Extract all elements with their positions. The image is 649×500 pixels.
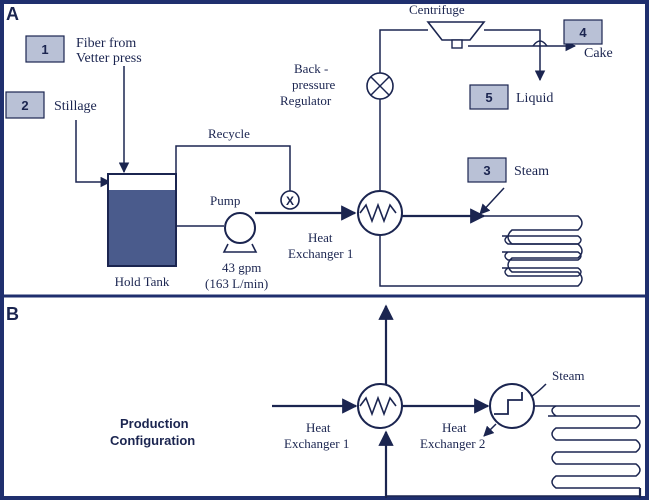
input-2-number: 2 [21,98,28,113]
output-cake-label: Cake [584,46,613,61]
centrifuge-label: Centrifuge [409,2,465,17]
regulator-label-line3: Regulator [280,93,332,108]
input-1-label-line2: Vetter press [76,51,142,66]
coil-b [548,415,641,489]
input-4-box [563,19,603,45]
centrifuge-icon [426,21,486,41]
recycle-valve-icon [280,190,300,210]
recycle-label: Recycle [208,126,250,141]
pump-base [222,243,258,253]
steam-a-label: Steam [514,164,549,179]
flow-rate-line1: 43 gpm [222,260,261,275]
input-1-number: 1 [41,42,48,57]
panel-label-a: A [6,4,19,24]
output-liquid-label: Liquid [516,91,553,106]
hx1-to-centrifuge-line [379,29,428,191]
centrifuge-stem [451,39,463,49]
recycle-line [175,145,291,192]
regulator-x-2 [370,76,390,96]
hold-tank-liquid [109,190,175,265]
input-2-box [5,91,45,119]
input-3-number: 3 [483,163,490,178]
input-5-box [469,84,509,110]
regulator-label-line1: Back - [294,61,328,76]
production-config-line1: Production [120,416,189,431]
input-1-label-line1: Fiber from [76,36,136,51]
stillage-feed-arrow [75,120,112,188]
flow-rate-line2: (163 L/min) [205,276,268,291]
heat-exchanger-1-b-coil [359,395,397,417]
pipe-crossover [532,40,548,47]
regulator-label-line2: pressure [292,77,336,92]
pump-icon [224,212,256,244]
steam-b-line [531,383,547,397]
input-5-number: 5 [485,90,492,105]
coil-turn-3 [502,267,582,277]
input-1-box [25,35,65,63]
heat-exchanger-2-icon [489,383,535,429]
heat-exchanger-1-a-coil [359,202,397,224]
coil-b-entry [551,405,557,417]
recycle-valve-mark: X [286,194,294,208]
hx2-label-line2: Exchanger 2 [420,436,485,451]
pump-label: Pump [210,193,240,208]
hx1-a-label-line1: Heat [308,230,333,245]
input-3-box [467,157,507,183]
hold-tank-label: Hold Tank [115,274,170,289]
hx2-condensate-arrow [483,423,497,437]
steam-a-arrow [479,187,505,215]
hx1-a-label-line2: Exchanger 1 [288,246,353,261]
production-config-line2: Configuration [110,433,195,448]
heat-exchanger-2-coil [494,392,523,415]
hx2-label-line1: Heat [442,420,467,435]
panel-label-b: B [6,304,19,324]
input-2-label: Stillage [54,99,97,114]
hx1-b-label-line1: Heat [306,420,331,435]
coil-turn-2 [502,251,582,261]
hx1-b-label-line2: Exchanger 1 [284,436,349,451]
coil-turn-1 [502,235,582,245]
liquid-outlet-arrow [484,29,546,82]
steam-b-label: Steam [552,368,585,383]
input-4-number: 4 [579,25,587,40]
